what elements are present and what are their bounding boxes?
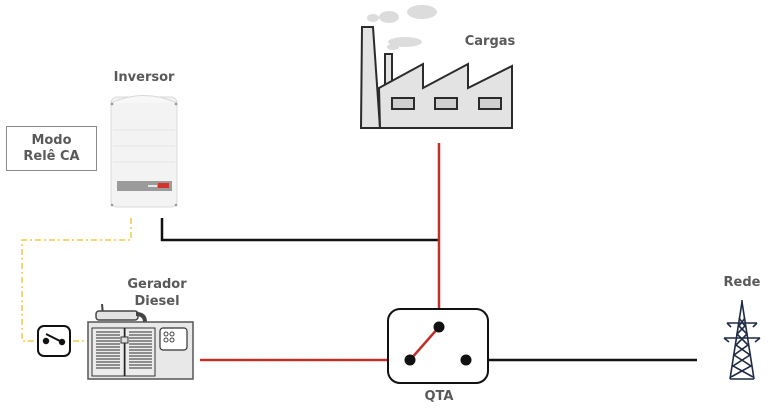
ats-label: QTA bbox=[424, 389, 454, 404]
ats-box bbox=[387, 308, 489, 384]
transmission-tower-icon[interactable] bbox=[723, 300, 761, 380]
grid-label: Rede bbox=[723, 275, 761, 290]
ats-switch[interactable] bbox=[387, 308, 489, 384]
relay-mode-line2: Relê CA bbox=[23, 148, 80, 164]
relay-mode-line1: Modo bbox=[31, 132, 72, 148]
ats-terminal-grid bbox=[460, 354, 472, 366]
inverter-label: Inversor bbox=[113, 70, 175, 85]
loads-label: Cargas bbox=[464, 34, 516, 49]
generator-label-line2: Diesel bbox=[134, 294, 180, 309]
relay-switch-icon[interactable] bbox=[37, 325, 71, 357]
inverter-icon[interactable] bbox=[110, 95, 178, 208]
relay-mode-box: Modo Relê CA bbox=[6, 126, 97, 171]
factory-icon[interactable] bbox=[359, 5, 513, 129]
ats-terminal-generator bbox=[404, 354, 416, 366]
ats-contact-arm bbox=[409, 326, 440, 361]
inverter-power-line bbox=[160, 218, 439, 242]
ats-terminal-common bbox=[433, 321, 445, 333]
diesel-generator-icon[interactable] bbox=[87, 303, 194, 380]
generator-label-line1: Gerador bbox=[127, 277, 187, 292]
control-line bbox=[21, 218, 132, 342]
